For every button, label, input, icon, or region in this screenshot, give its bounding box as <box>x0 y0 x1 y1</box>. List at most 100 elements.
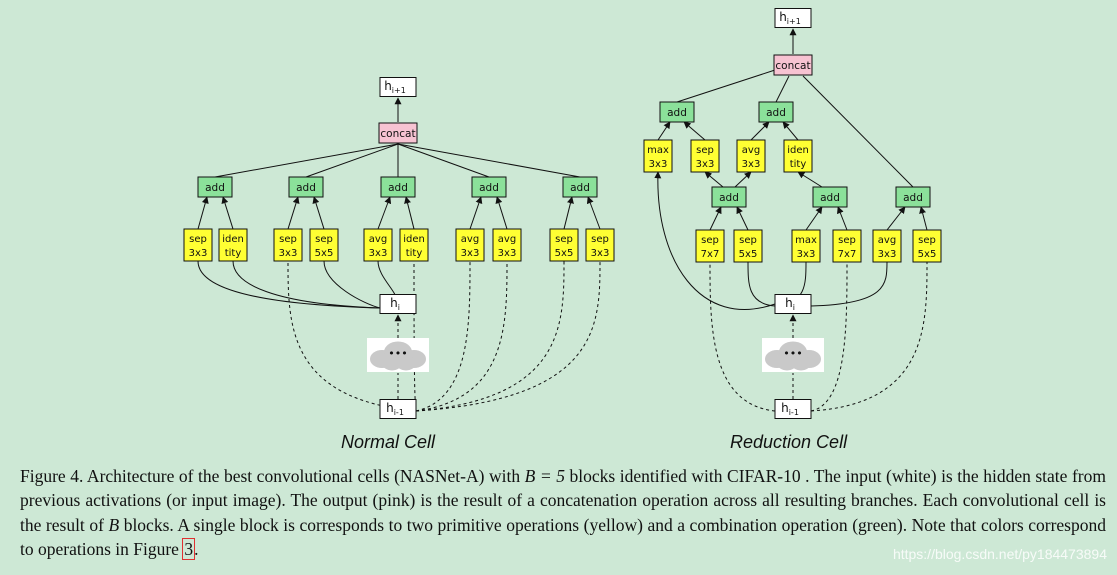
normal-hi1-to-op-edge <box>413 260 417 412</box>
normal-cell-title: Normal Cell <box>341 432 436 452</box>
reduction-add-to-op-edge <box>797 171 823 188</box>
normal-add-node <box>197 176 233 198</box>
normal-op-to-add-edge <box>469 196 483 230</box>
reduction-op-node-label-bottom: tity <box>790 159 807 170</box>
reduction-cloud-puff <box>791 355 811 371</box>
normal-op-node <box>218 228 248 262</box>
normal-op-node-label-bottom: 3x3 <box>189 248 208 259</box>
normal-op-node <box>549 228 579 262</box>
caption-variable-b: B <box>108 514 120 535</box>
reduction-op-node-label-bottom: 7x7 <box>701 249 720 260</box>
reduction-op-to-add-edge <box>736 206 749 231</box>
reduction-hi-to-op-edge <box>747 261 776 307</box>
normal-add-node-label: add <box>479 182 499 194</box>
reduction-op-node <box>783 139 813 173</box>
reduction-hi-to-op-edge <box>810 261 888 307</box>
reduction-op-node-label-top: max <box>795 235 817 246</box>
reduction-op-to-add-edge <box>919 206 928 231</box>
reduction-op-node <box>736 139 766 173</box>
normal-add-node <box>562 176 598 198</box>
normal-add-node <box>471 176 507 198</box>
normal-op-to-add-edge <box>287 196 300 230</box>
reduction-add-node <box>758 101 794 123</box>
reduction-op-node-label-bottom: 3x3 <box>696 159 715 170</box>
reduction-op-node <box>733 229 763 263</box>
normal-op-node <box>492 228 522 262</box>
reduction-op-node-label-top: iden <box>787 145 809 156</box>
normal-hi-to-op-edge <box>232 260 381 309</box>
normal-op-node-label-top: sep <box>189 234 207 245</box>
normal-op-to-add-edge <box>221 196 234 230</box>
reduction-hi1-node <box>774 399 812 419</box>
normal-add-to-concat-edge <box>397 143 490 178</box>
reduction-op-node-label-bottom: 3x3 <box>878 249 897 260</box>
reduction-op-node-label-bottom: 5x5 <box>739 249 758 260</box>
reduction-add-to-concat-edge <box>802 75 914 188</box>
normal-add-to-concat-edge <box>214 143 399 178</box>
normal-op-node <box>585 228 615 262</box>
normal-op-node-label-top: iden <box>403 234 425 245</box>
reduction-op-node-label-top: avg <box>742 145 760 156</box>
normal-cloud-puff <box>396 355 416 371</box>
reduction-add-to-concat-edge <box>775 75 790 103</box>
reduction-op-node-label-top: sep <box>696 145 714 156</box>
figure-reference-link[interactable]: 3 <box>182 538 196 561</box>
reduction-op-node-label-bottom: 3x3 <box>649 159 668 170</box>
normal-cloud-puff <box>382 355 402 371</box>
reduction-op-to-add-edge <box>683 121 706 141</box>
normal-op-node-label-top: iden <box>222 234 244 245</box>
reduction-op-to-add-edge <box>837 206 848 231</box>
normal-op-node-label-bottom: 3x3 <box>279 248 298 259</box>
normal-hi1-to-op-edge <box>415 260 471 412</box>
normal-add-node <box>288 176 324 198</box>
reduction-cloud-puff <box>777 355 797 371</box>
reduction-add-to-concat-edge <box>676 69 776 103</box>
normal-op-to-add-edge <box>377 196 392 230</box>
reduction-op-node-label-top: sep <box>701 235 719 246</box>
normal-hi1-to-op-edge <box>415 260 601 412</box>
reduction-hi1-to-op-edge <box>709 261 776 412</box>
normal-hi-to-op-edge <box>197 260 381 309</box>
normal-add-node-label: add <box>205 182 225 194</box>
reduction-op-node <box>832 229 862 263</box>
normal-op-node-label-bottom: tity <box>406 248 423 259</box>
normal-op-node-label-top: sep <box>279 234 297 245</box>
reduction-op-node-label-bottom: 7x7 <box>838 249 857 260</box>
reduction-op-node-label-top: sep <box>838 235 856 246</box>
reduction-op-to-add-edge <box>805 206 823 231</box>
reduction-concat-node <box>773 54 813 76</box>
reduction-add-to-op-edge <box>734 171 752 188</box>
normal-hi1-to-op-edge <box>287 260 417 412</box>
normal-op-node-label-top: sep <box>315 234 333 245</box>
normal-concat-node <box>378 122 418 144</box>
reduction-concat-label: concat <box>775 60 810 72</box>
reduction-op-node-label-top: max <box>647 145 669 156</box>
normal-add-node <box>380 176 416 198</box>
normal-add-to-concat-edge <box>305 143 399 178</box>
reduction-hi-to-op-edge <box>654 171 776 310</box>
reduction-hi1-to-op-edge <box>810 261 848 412</box>
reduction-output-node <box>774 8 812 28</box>
normal-op-node <box>399 228 429 262</box>
normal-add-node-label: add <box>388 182 408 194</box>
caption-text-4: . <box>194 539 199 560</box>
reduction-op-node-label-bottom: 3x3 <box>797 249 816 260</box>
normal-op-node <box>309 228 339 262</box>
reduction-add-node <box>711 186 747 208</box>
normal-op-node-label-bottom: 5x5 <box>555 248 574 259</box>
reduction-op-node <box>912 229 942 263</box>
figure-caption: Figure 4. Architecture of the best convo… <box>20 464 1106 562</box>
reduction-add-node-label: add <box>766 107 786 119</box>
reduction-op-to-add-edge <box>657 121 671 141</box>
watermark-text: https://blog.csdn.net/py184473894 <box>892 546 1107 562</box>
normal-hi-node-label: hi <box>390 296 400 312</box>
reduction-op-node <box>791 229 821 263</box>
normal-hi1-to-op-edge <box>415 260 565 412</box>
normal-concat-label: concat <box>380 128 415 140</box>
reduction-add-node-label: add <box>667 107 687 119</box>
reduction-add-node <box>812 186 848 208</box>
reduction-hi-node <box>774 294 812 314</box>
normal-op-to-add-edge <box>586 196 601 230</box>
normal-output-node <box>379 77 417 97</box>
